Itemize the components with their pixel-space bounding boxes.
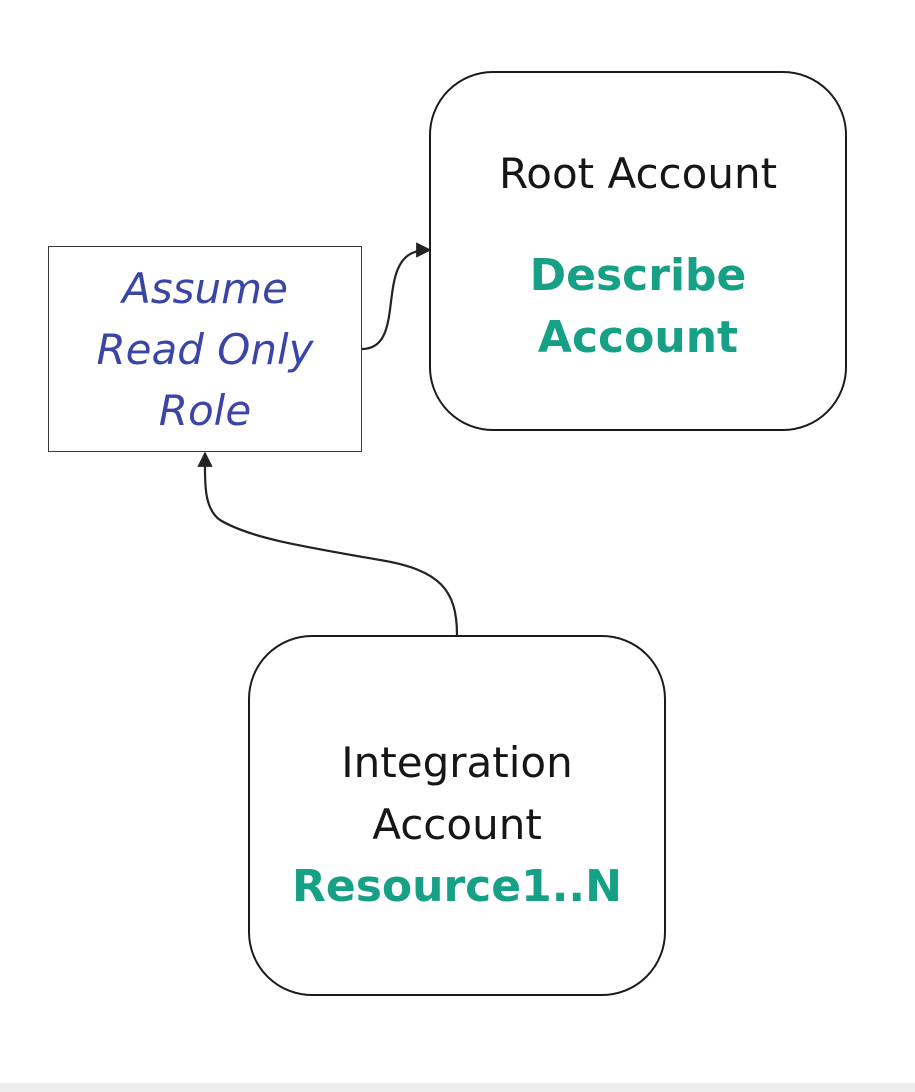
role-line-1: Assume xyxy=(122,263,288,313)
integration-title-line-1: Integration xyxy=(341,738,573,787)
role-line-2: Read Only xyxy=(96,324,314,374)
integration-title-line-2: Account xyxy=(372,800,542,849)
root-account-node: Root Account Describe Account xyxy=(429,71,847,431)
edge-role-to-root xyxy=(361,242,432,351)
root-account-action-line-1: Describe xyxy=(529,250,747,301)
root-account-action-line-2: Account xyxy=(537,312,739,363)
integration-resource: Resource1..N xyxy=(292,861,622,912)
role-line-3: Role xyxy=(158,385,252,435)
bottom-edge-strip xyxy=(0,1083,915,1092)
assume-role-node: Assume Read Only Role xyxy=(48,246,362,452)
edge-integration-to-role xyxy=(197,451,459,636)
integration-account-node: Integration Account Resource1..N xyxy=(248,635,666,996)
root-account-title: Root Account xyxy=(498,149,778,198)
